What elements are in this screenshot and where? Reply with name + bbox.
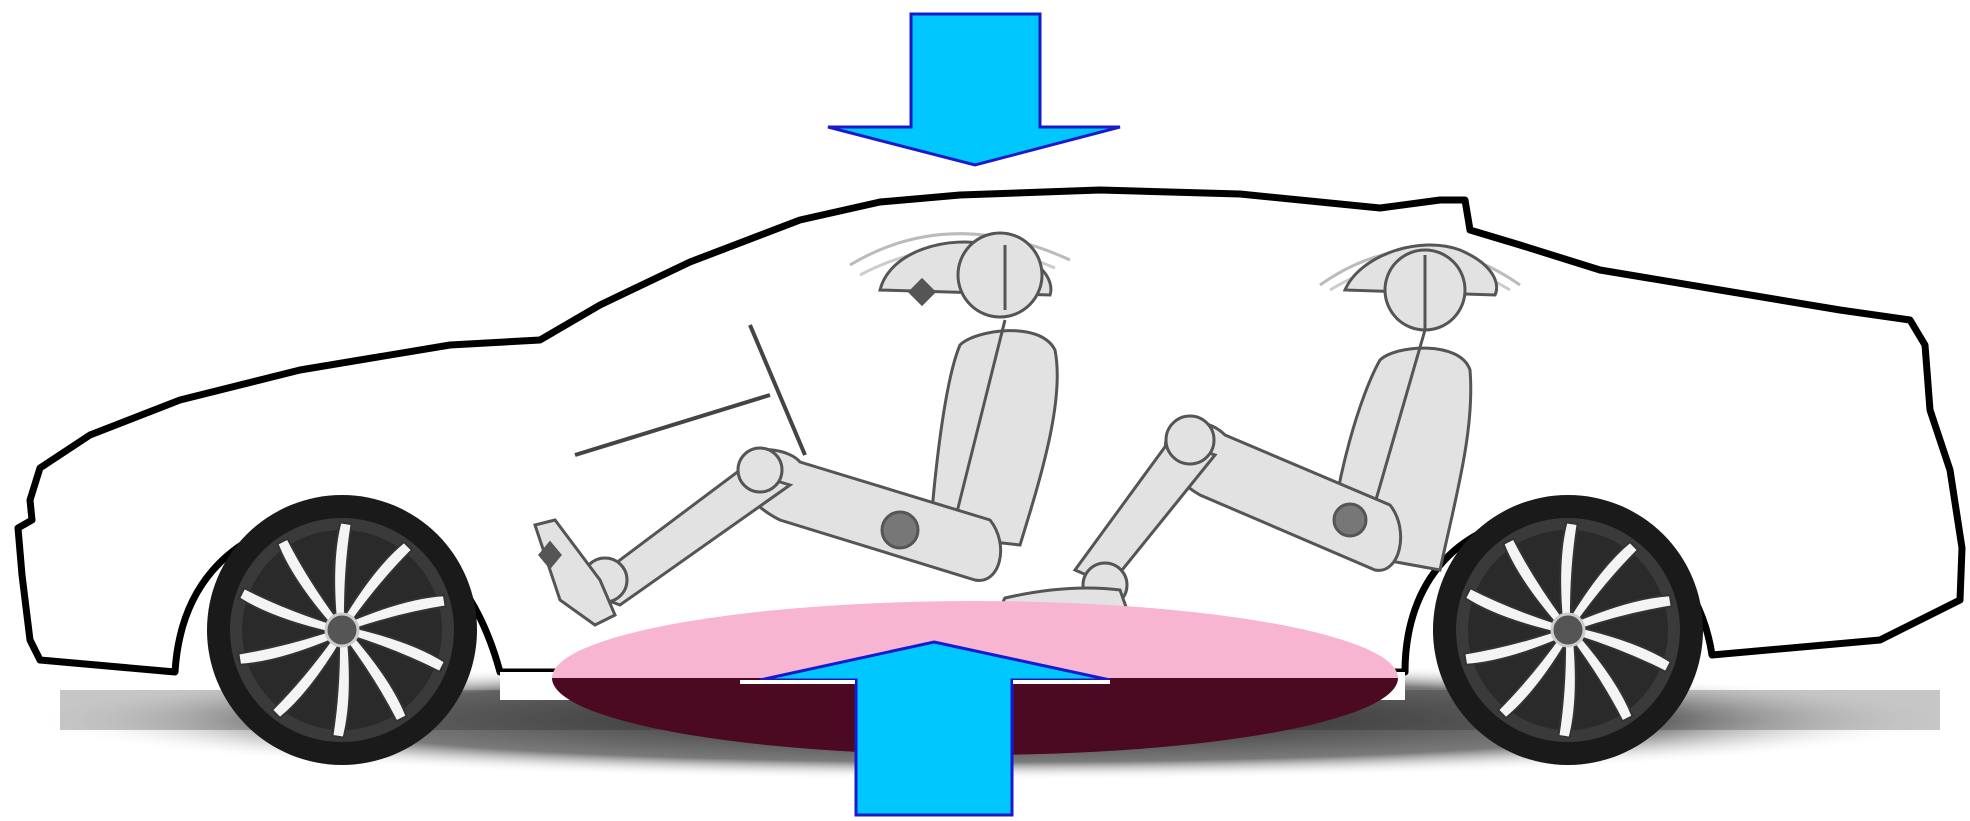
down-arrow-icon	[828, 14, 1120, 165]
rear-wheel	[1433, 495, 1703, 765]
front-wheel	[207, 495, 477, 765]
